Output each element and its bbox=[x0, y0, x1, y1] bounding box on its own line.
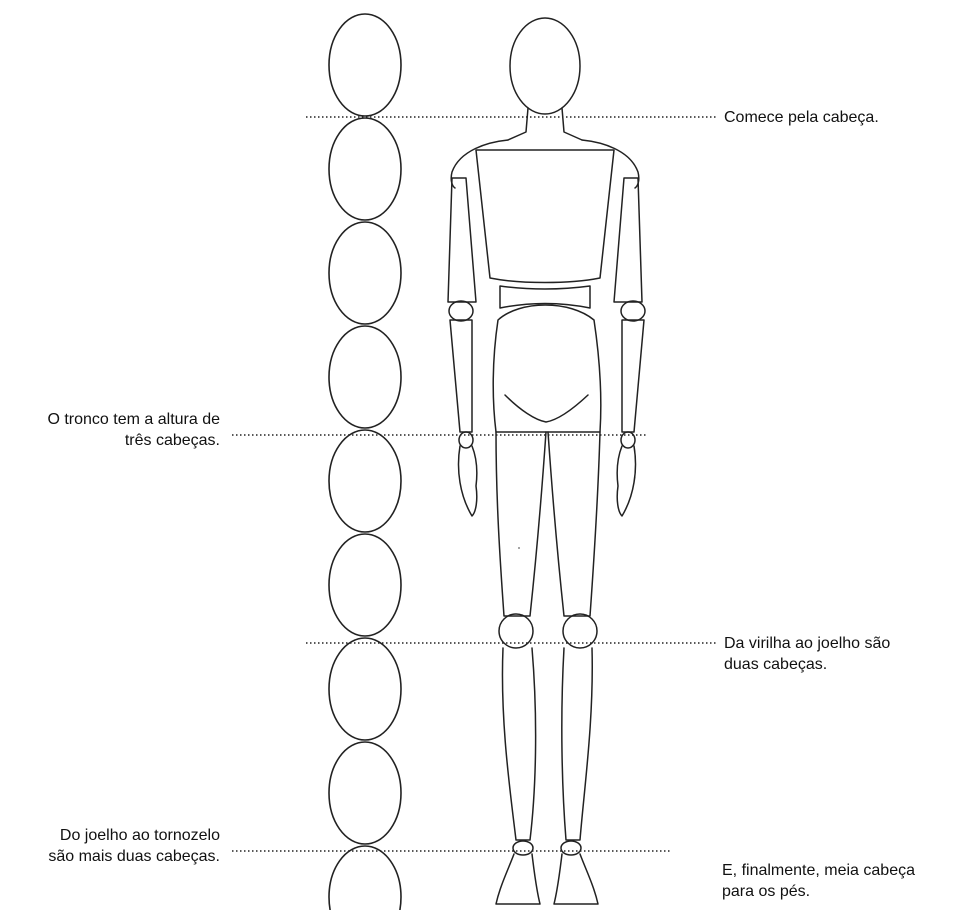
mannequin-right-hand bbox=[617, 446, 635, 516]
annotation-groin-knee: Da virilha ao joelho são duas cabeças. bbox=[724, 633, 890, 675]
mannequin-left-wrist bbox=[459, 432, 473, 448]
annotation-torso: O tronco tem a altura de três cabeças. bbox=[0, 409, 220, 451]
mannequin-right-ankle bbox=[561, 841, 581, 855]
mannequin-neck bbox=[508, 108, 582, 140]
annotation-feet-line1: E, finalmente, meia cabeça bbox=[722, 860, 915, 881]
mannequin-left-ankle bbox=[513, 841, 533, 855]
annotation-feet: E, finalmente, meia cabeça para os pés. bbox=[722, 860, 915, 902]
mannequin-pelvis bbox=[493, 305, 601, 432]
mannequin-left-hand bbox=[459, 446, 477, 516]
mannequin-right-shin bbox=[562, 648, 592, 840]
guide-lines bbox=[232, 117, 718, 851]
mannequin-left-thigh bbox=[496, 432, 546, 616]
annotation-groin-knee-line1: Da virilha ao joelho são bbox=[724, 633, 890, 654]
mannequin-left-upper-arm bbox=[448, 178, 476, 302]
mannequin-chest bbox=[476, 150, 614, 283]
head-unit-oval bbox=[329, 638, 401, 740]
head-unit-oval bbox=[329, 326, 401, 428]
mannequin-left-knee bbox=[499, 614, 533, 648]
annotation-head: Comece pela cabeça. bbox=[724, 107, 879, 128]
annotation-head-line1: Comece pela cabeça. bbox=[724, 107, 879, 128]
mannequin-dot bbox=[518, 547, 520, 549]
mannequin-right-forearm bbox=[622, 320, 644, 432]
head-unit-oval bbox=[329, 222, 401, 324]
head-unit-oval-partial bbox=[329, 846, 401, 910]
mannequin-right-elbow bbox=[621, 301, 645, 321]
mannequin-left-forearm bbox=[450, 320, 472, 432]
head-unit-oval bbox=[329, 534, 401, 636]
mannequin-head bbox=[510, 18, 580, 114]
mannequin-left-foot bbox=[496, 854, 540, 904]
annotation-groin-knee-line2: duas cabeças. bbox=[724, 654, 890, 675]
mannequin-figure bbox=[448, 18, 645, 904]
head-unit-oval bbox=[329, 118, 401, 220]
annotation-knee-ankle: Do joelho ao tornozelo são mais duas cab… bbox=[0, 825, 220, 867]
head-unit-stack bbox=[329, 14, 401, 910]
mannequin-right-knee bbox=[563, 614, 597, 648]
mannequin-right-upper-arm bbox=[614, 178, 642, 302]
head-unit-oval bbox=[329, 14, 401, 116]
head-unit-oval bbox=[329, 430, 401, 532]
annotation-torso-line2: três cabeças. bbox=[0, 430, 220, 451]
mannequin-left-shin bbox=[502, 648, 535, 840]
mannequin-left-elbow bbox=[449, 301, 473, 321]
annotation-feet-line2: para os pés. bbox=[722, 881, 915, 902]
mannequin-right-thigh bbox=[548, 432, 600, 616]
mannequin-right-foot bbox=[554, 854, 598, 904]
annotation-knee-ankle-line1: Do joelho ao tornozelo bbox=[0, 825, 220, 846]
annotation-torso-line1: O tronco tem a altura de bbox=[0, 409, 220, 430]
mannequin-groin-curve bbox=[505, 395, 588, 422]
annotation-knee-ankle-line2: são mais duas cabeças. bbox=[0, 846, 220, 867]
head-unit-oval bbox=[329, 742, 401, 844]
